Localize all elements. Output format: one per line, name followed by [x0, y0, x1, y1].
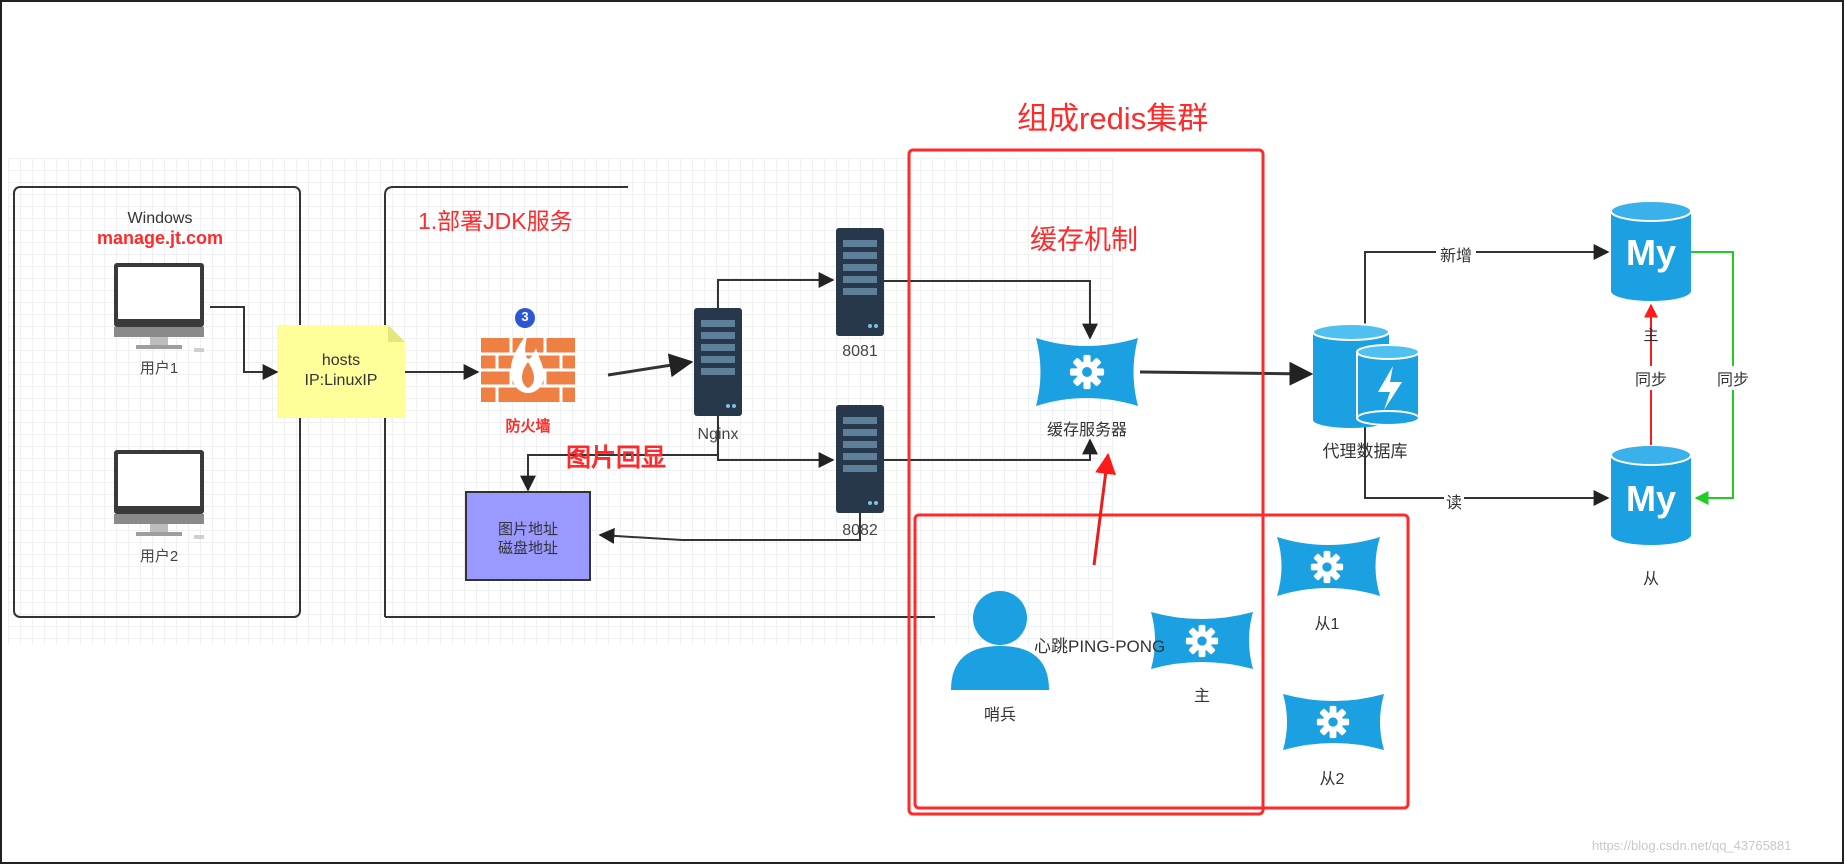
insert-label: 新增: [1436, 242, 1476, 266]
proxy-db-label: 代理数据库: [1322, 442, 1408, 461]
arrow-insert-master: [1364, 244, 1610, 330]
pc-icon-user1: [114, 263, 204, 352]
hosts-note-fold: [388, 325, 405, 342]
arrow-8081-cache: [884, 280, 1098, 340]
tomcat-8081-server-icon: [836, 228, 884, 336]
windows-label: Windows: [127, 210, 193, 227]
nginx-server-icon: [694, 308, 742, 416]
sync-label-green: 同步: [1713, 366, 1753, 390]
redis-master-label: 主: [1193, 688, 1210, 705]
cache-mechanism-label: 缓存机制: [1030, 225, 1138, 255]
firewall-label: 防火墙: [505, 418, 551, 435]
storage-box: [465, 491, 591, 581]
mysql-master-icon: [1610, 200, 1692, 301]
arrow-read-slave: [1364, 420, 1610, 506]
tomcat-8082-label: 8082: [842, 522, 878, 539]
arrow-nginx-storage: [520, 454, 718, 492]
redis-slave1-icon: [1277, 537, 1380, 596]
cache-mechanism-box: [907, 148, 1265, 816]
sync-label-red: 同步: [1631, 366, 1671, 390]
cache-server-label: 缓存服务器: [1046, 422, 1127, 439]
redis-master-icon: [1151, 612, 1253, 669]
heartbeat-label: 心跳PING-PONG: [1034, 637, 1166, 656]
image-echo-label: 图片回显: [566, 444, 667, 472]
redis-cluster-box: [913, 513, 1410, 810]
arrow-nginx-8082: [717, 416, 835, 468]
arrow-8082-cache: [884, 438, 1098, 461]
arrow-firewall-nginx: [607, 353, 694, 378]
redis-slave2-label: 从2: [1319, 771, 1345, 788]
arrow-user-hosts: [210, 306, 279, 380]
mysql-slave-logo: My: [1625, 478, 1676, 519]
linux-box: [384, 186, 628, 617]
arrow-cache-proxy-db: [1139, 361, 1314, 386]
badge-circle: [515, 308, 535, 328]
watermark: https://blog.csdn.net/qq_43765881: [1592, 838, 1792, 853]
sentinel-label: 哨兵: [983, 707, 1016, 724]
nginx-label: Nginx: [697, 426, 739, 443]
tomcat-8081-label: 8081: [842, 343, 878, 360]
storage-disk-label: 磁盘地址: [497, 540, 558, 557]
read-label: 读: [1444, 489, 1464, 513]
pc-icon-user2: [114, 450, 204, 539]
slave-db-label: 从: [1642, 571, 1659, 588]
cache-server-icon: [1036, 338, 1138, 406]
hosts-note: [277, 325, 405, 418]
firewall-icon: [481, 332, 575, 402]
arrow-8082-storage: [598, 513, 861, 544]
sentinel-person-icon: [951, 591, 1049, 690]
redis-slave1-label: 从1: [1314, 616, 1340, 633]
hosts-ip-label: IP:LinuxIP: [304, 372, 378, 389]
mysql-master-logo: My: [1625, 232, 1676, 273]
arrow-heartbeat-red: [1092, 452, 1117, 566]
arrow-nginx-8081: [717, 272, 835, 308]
user1-label: 用户1: [139, 360, 179, 377]
proxy-db-icon: [1312, 323, 1420, 428]
badge-number: 3: [521, 309, 529, 324]
tomcat-8082-server-icon: [836, 405, 884, 513]
diagram-title: 组成redis集群: [1017, 101, 1209, 136]
mysql-slave-icon: [1610, 444, 1692, 545]
storage-path-label: 图片地址: [497, 521, 558, 538]
domain-label: manage.jt.com: [96, 228, 224, 248]
deploy-jdk-label: 1.部署JDK服务: [418, 208, 573, 234]
master-db-char: 主: [1643, 327, 1659, 344]
hosts-label: hosts: [321, 352, 361, 369]
user2-label: 用户2: [139, 548, 179, 565]
redis-slave2-icon: [1283, 694, 1384, 750]
